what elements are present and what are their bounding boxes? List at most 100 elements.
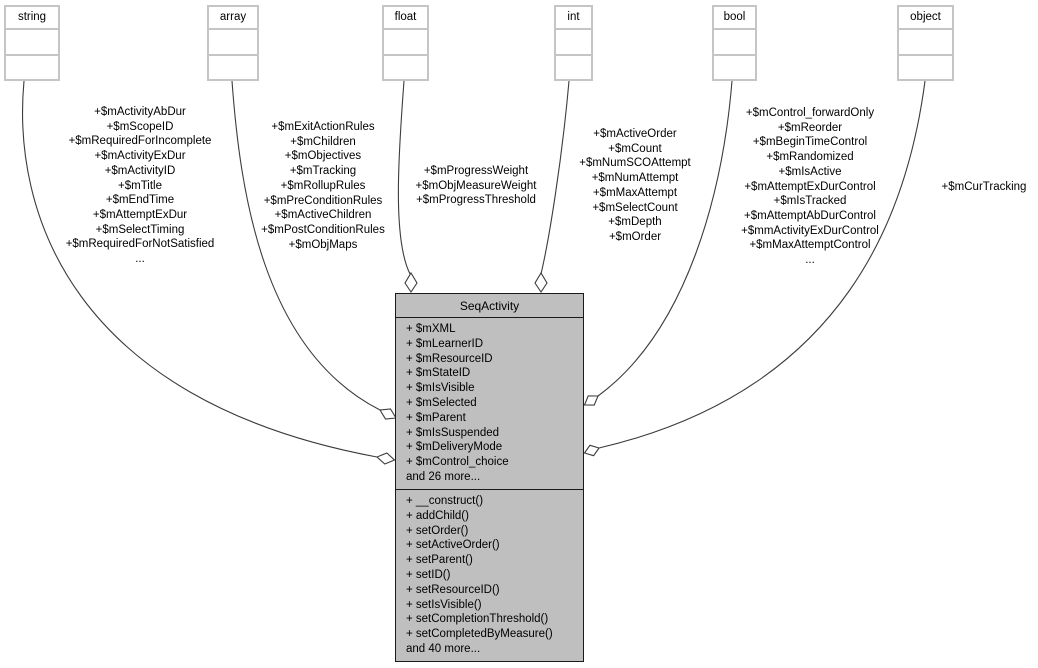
edge-array-to-seqactivity <box>231 80 381 411</box>
member-name: +$mProgressThreshold <box>416 194 536 207</box>
class-node-seqactivity[interactable]: SeqActivity + $mXML + $mLearnerID + $mReso… <box>395 293 584 662</box>
type-node-fields-compartment <box>899 30 952 56</box>
type-node-methods-compartment <box>899 56 952 80</box>
attribute-label: + $mControl_choice <box>406 456 509 469</box>
attribute-label: + $mLearnerID <box>406 337 484 350</box>
type-node-int: int <box>554 5 593 81</box>
method-label: + setID() <box>406 568 451 581</box>
member-name: +$mProgressWeight <box>423 165 529 177</box>
type-node-methods-compartment <box>6 56 58 80</box>
type-node-fields-compartment <box>209 30 257 56</box>
class-title: SeqActivity <box>396 294 583 318</box>
type-node-bool: bool <box>712 5 757 81</box>
member-name: +$mSelectCount <box>592 201 678 214</box>
member-name: +$mExitActionRules <box>271 121 375 133</box>
edge-float-to-seqactivity <box>397 80 411 275</box>
edge-label-bool-members: +$mControl_forwardOnly+$mReorder+$mBegin… <box>722 106 898 268</box>
method-label: + setCompletedByMeasure() <box>406 628 553 641</box>
member-name: +$mIsActive <box>778 165 842 178</box>
member-name: +$mRequiredForNotSatisfied <box>65 238 215 251</box>
member-name: +$mActivityExDur <box>94 150 186 163</box>
type-node-fields-compartment <box>556 30 591 56</box>
member-name: +$mRequiredForIncomplete <box>68 135 212 148</box>
attribute-label: + $mDeliveryMode <box>406 441 503 454</box>
member-name: +$mCount <box>608 142 662 155</box>
method-label: + setCompletionThreshold() <box>406 613 549 626</box>
class-methods-compartment: + __construct()+ addChild()+ setOrder()+… <box>396 490 583 661</box>
member-name: +$mAttemptExDurControl <box>744 180 876 193</box>
member-name: +$mPostConditionRules <box>261 223 385 236</box>
attribute-label: + $mXML <box>406 323 456 335</box>
aggregation-diamond-int <box>534 271 548 293</box>
edge-object-to-seqactivity <box>598 80 926 449</box>
type-node-title: int <box>556 7 591 30</box>
member-name: +$mObjMeasureWeight <box>415 179 537 192</box>
member-name: +$mMaxAttemptControl <box>749 239 871 252</box>
attribute-label: + $mSelected <box>406 396 477 409</box>
member-name: +$mEndTime <box>105 194 175 207</box>
member-name: ... <box>805 254 815 267</box>
attribute-label: + $mStateID <box>406 367 471 380</box>
edge-label-string-members: +$mActivityAbDur+$mScopeID+$mRequiredFor… <box>45 105 235 267</box>
member-name: +$mTracking <box>289 165 357 178</box>
attribute-label: + $mIsVisible <box>406 382 475 395</box>
type-node-title: object <box>899 7 952 30</box>
type-node-string: string <box>4 5 60 81</box>
edge-label-int-members: +$mActiveOrder+$mCount+$mNumSCOAttempt+$… <box>565 127 705 245</box>
type-node-object: object <box>897 5 954 81</box>
type-node-title: array <box>209 7 257 30</box>
member-name: +$mRollupRules <box>280 179 366 192</box>
member-name: +$mReorder <box>777 121 843 134</box>
aggregation-diamond-string <box>375 452 396 465</box>
method-label: + addChild() <box>406 509 469 522</box>
edge-string-to-seqactivity <box>22 80 378 458</box>
member-name: +$mChildren <box>290 135 356 148</box>
member-name: +$mIsTracked <box>773 195 847 208</box>
type-node-fields-compartment <box>6 30 58 56</box>
method-label: and 40 more... <box>406 642 481 655</box>
type-node-title: float <box>384 7 427 30</box>
edge-label-array-members: +$mExitActionRules +$mChildren +$mObjectiv… <box>240 120 406 252</box>
type-node-title: bool <box>714 7 755 30</box>
member-name: ... <box>135 253 145 266</box>
member-name: +$mActiveChildren <box>274 209 372 222</box>
member-name: +$mNumSCOAttempt <box>579 157 691 170</box>
type-node-fields-compartment <box>384 30 427 56</box>
member-name: +$mmActivityExDurControl <box>741 224 879 237</box>
method-label: + __construct() <box>406 495 484 507</box>
method-label: + setIsVisible() <box>406 598 482 611</box>
aggregation-diamond-array <box>379 408 397 420</box>
member-name: +$mNumAttempt <box>591 172 679 185</box>
type-node-methods-compartment <box>209 56 257 80</box>
type-node-float: float <box>382 5 429 81</box>
member-name: +$mCurTracking <box>941 181 1027 193</box>
member-name: +$mScopeID <box>106 120 174 133</box>
member-name: +$mMaxAttempt <box>592 186 678 199</box>
type-node-methods-compartment <box>384 56 427 80</box>
method-label: + setActiveOrder() <box>406 539 500 552</box>
aggregation-diamond-bool <box>583 395 599 406</box>
member-name: +$mOrder <box>608 230 662 243</box>
attribute-label: + $mResourceID <box>406 352 493 365</box>
class-attributes-compartment: + $mXML + $mLearnerID + $mResourceID + $mSt… <box>396 318 583 490</box>
member-name: +$mTitle <box>118 179 162 192</box>
member-name: +$mObjectives <box>284 150 362 163</box>
aggregation-diamond-float <box>404 271 418 293</box>
member-name: +$mActivityID <box>104 164 176 177</box>
edge-int-to-seqactivity <box>540 80 570 275</box>
edge-label-float-members: +$mProgressWeight +$mObjMeasureWeight +$mP… <box>398 164 554 208</box>
member-name: +$mPreConditionRules <box>263 194 383 207</box>
aggregation-diamond-object <box>583 444 600 457</box>
member-name: +$mRandomized <box>766 151 854 164</box>
edge-bool-to-seqactivity <box>597 80 733 397</box>
method-label: + setResourceID() <box>406 583 500 596</box>
attribute-label: + $mParent <box>406 411 466 424</box>
member-name: +$mBeginTimeControl <box>752 136 868 149</box>
method-label: + setParent() <box>406 554 473 567</box>
member-name: +$mAttemptExDur <box>92 208 188 221</box>
attribute-label: + $mIsSuspended <box>406 426 500 439</box>
type-node-methods-compartment <box>714 56 755 80</box>
type-node-methods-compartment <box>556 56 591 80</box>
